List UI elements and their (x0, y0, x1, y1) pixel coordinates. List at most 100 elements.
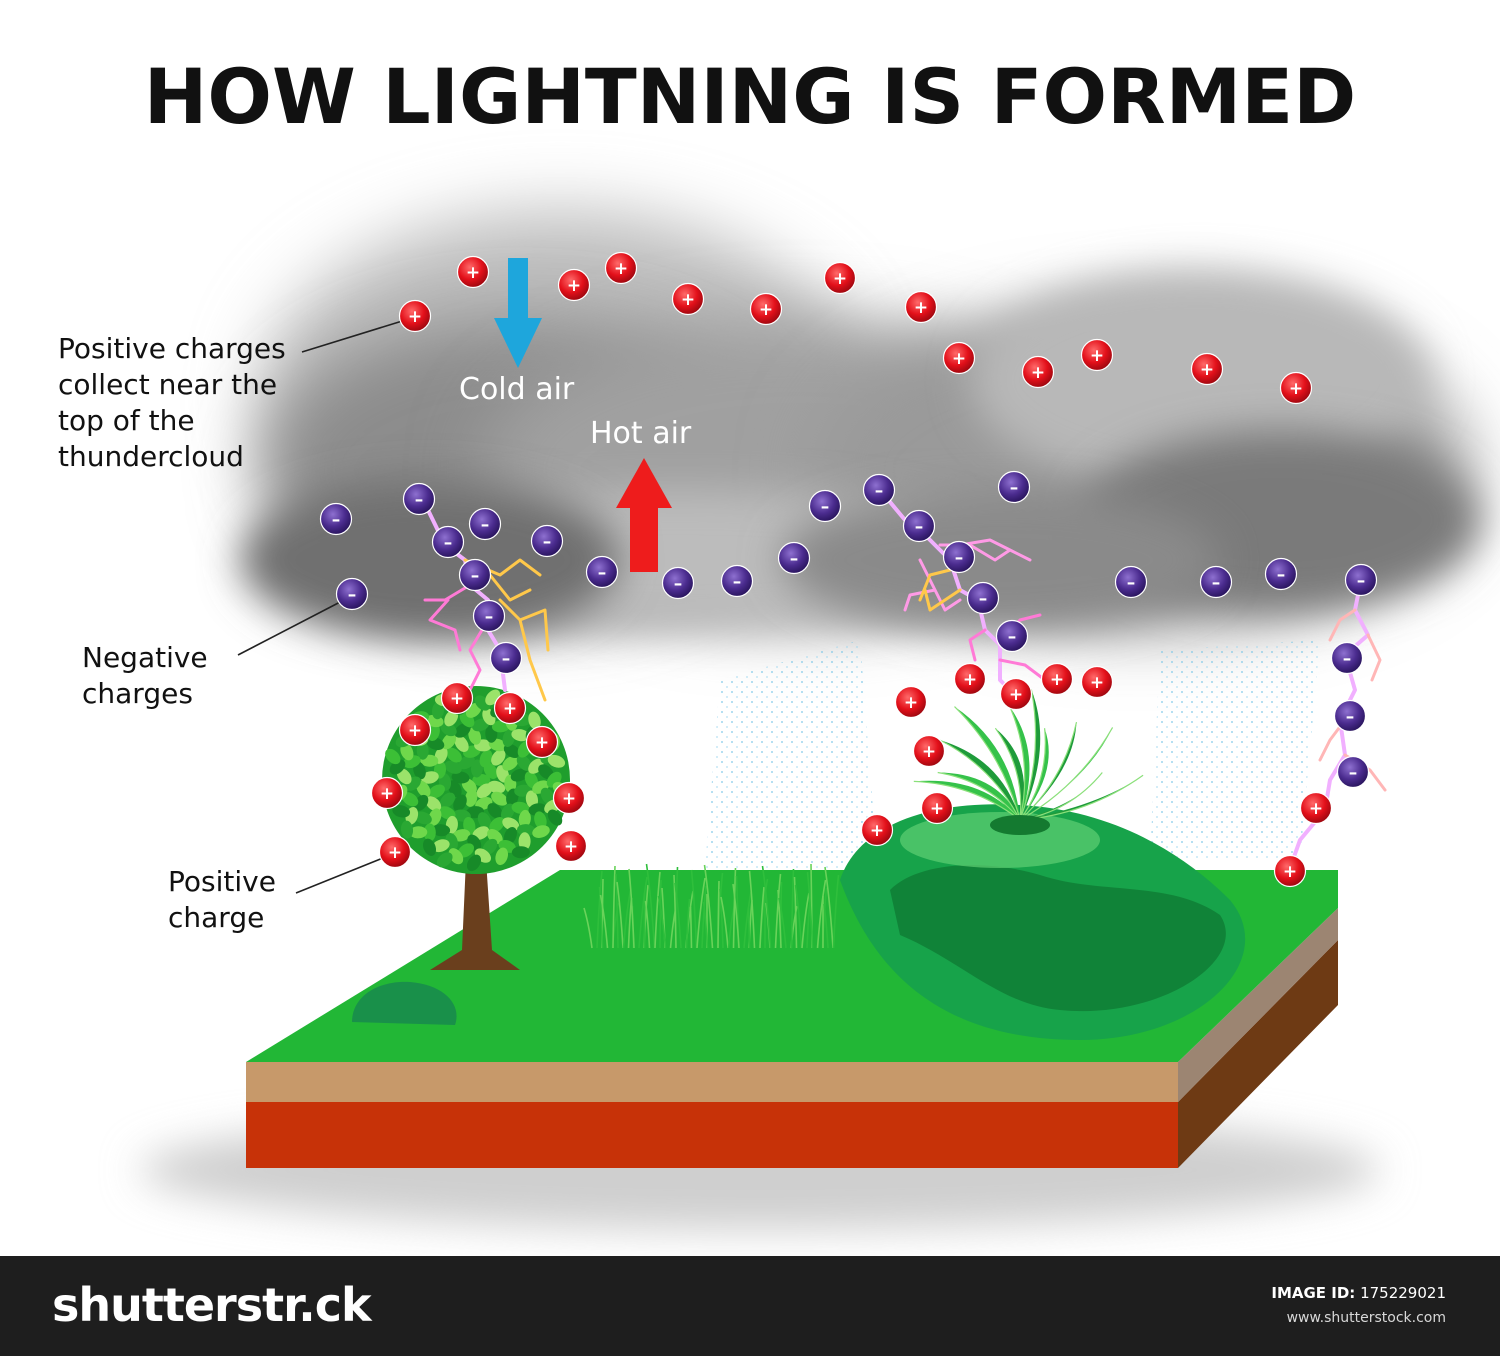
negative-charge: – (1264, 557, 1298, 591)
negative-charge: – (1330, 641, 1364, 675)
svg-text:–: – (415, 490, 424, 510)
negative-charge: – (942, 540, 976, 574)
positive-charge: + (378, 835, 412, 869)
svg-text:–: – (444, 533, 453, 553)
leader-positive-top (301, 317, 413, 353)
negative-charge: – (1333, 699, 1367, 733)
page-title: HOW LIGHTNING IS FORMED (143, 52, 1357, 141)
svg-text:+: + (1090, 346, 1104, 366)
svg-text:–: – (1357, 571, 1366, 591)
positive-charge: + (1279, 371, 1313, 405)
positive-charge: + (671, 282, 705, 316)
svg-text:–: – (1349, 763, 1358, 783)
negative-charge: – (1199, 565, 1233, 599)
svg-text:+: + (870, 821, 884, 841)
positive-charge: + (398, 299, 432, 333)
svg-text:+: + (1283, 862, 1297, 882)
negative-charge: – (1344, 563, 1378, 597)
positive-charge: + (912, 734, 946, 768)
svg-text:+: + (963, 670, 977, 690)
positive-charge: + (493, 691, 527, 725)
positive-charge: + (999, 677, 1033, 711)
positive-charge: + (860, 813, 894, 847)
positive-charge: + (552, 781, 586, 815)
tree-foliage (382, 686, 570, 874)
negative-charge: – (458, 558, 492, 592)
positive-charge: + (894, 685, 928, 719)
label-cold-air: Cold air (459, 372, 575, 407)
positive-charge: + (554, 829, 588, 863)
negative-charge: – (319, 502, 353, 536)
positive-charge: + (370, 776, 404, 810)
positive-charge: + (920, 791, 954, 825)
clay-side (1178, 940, 1338, 1168)
clay-front (246, 1102, 1178, 1168)
leader-lines (237, 317, 413, 894)
svg-text:–: – (485, 607, 494, 627)
hill-highlight (900, 812, 1100, 868)
svg-text:+: + (922, 742, 936, 762)
svg-text:+: + (388, 843, 402, 863)
negative-charge: – (402, 482, 436, 516)
svg-text:–: – (979, 589, 988, 609)
svg-text:–: – (875, 481, 884, 501)
svg-text:+: + (408, 307, 422, 327)
positive-charge: + (440, 681, 474, 715)
svg-text:–: – (674, 574, 683, 594)
svg-text:+: + (564, 837, 578, 857)
negative-charge: – (1336, 755, 1370, 789)
footer-url: www.shutterstock.com (1286, 1310, 1446, 1326)
negative-charge: – (1114, 565, 1148, 599)
svg-text:–: – (1010, 478, 1019, 498)
charges: +++++++++++++++++++++++++++++++–––––––––… (319, 251, 1378, 888)
svg-text:–: – (471, 566, 480, 586)
positive-charge: + (456, 255, 490, 289)
svg-text:+: + (1200, 360, 1214, 380)
positive-charge: + (953, 662, 987, 696)
svg-text:–: – (1346, 707, 1355, 727)
svg-text:+: + (408, 721, 422, 741)
hot-air-arrow (616, 458, 672, 572)
positive-charge: + (823, 261, 857, 295)
svg-text:+: + (1031, 363, 1045, 383)
positive-charge: + (525, 725, 559, 759)
negative-charge: – (997, 470, 1031, 504)
svg-text:+: + (1309, 799, 1323, 819)
positive-charge: + (1040, 662, 1074, 696)
positive-charge: + (398, 713, 432, 747)
negative-charge: – (777, 541, 811, 575)
svg-text:+: + (562, 789, 576, 809)
positive-charge: + (1299, 791, 1333, 825)
negative-charge: – (335, 577, 369, 611)
palm-bush (913, 689, 1144, 835)
svg-text:+: + (1050, 670, 1064, 690)
negative-charge: – (808, 489, 842, 523)
rock (352, 981, 457, 1025)
negative-charge: – (530, 524, 564, 558)
svg-text:–: – (348, 585, 357, 605)
svg-text:+: + (614, 259, 628, 279)
svg-text:+: + (1090, 673, 1104, 693)
svg-text:–: – (481, 515, 490, 535)
negative-charge: – (472, 599, 506, 633)
positive-charge: + (1021, 355, 1055, 389)
tree-trunk (430, 860, 520, 970)
label-positive-charges-top: Positive charges collect near the top of… (58, 332, 286, 473)
svg-text:+: + (914, 298, 928, 318)
soil-front (246, 1062, 1178, 1102)
svg-text:–: – (821, 497, 830, 517)
negative-charge: – (661, 566, 695, 600)
soil-side (1178, 908, 1338, 1102)
svg-text:–: – (598, 563, 607, 583)
svg-text:–: – (1008, 627, 1017, 647)
svg-text:+: + (535, 733, 549, 753)
positive-charge: + (904, 290, 938, 324)
svg-text:–: – (1212, 573, 1221, 593)
svg-text:–: – (955, 548, 964, 568)
positive-charge: + (1080, 338, 1114, 372)
svg-text:+: + (1009, 685, 1023, 705)
negative-charge: – (585, 555, 619, 589)
hill-shadow (890, 865, 1226, 1012)
svg-text:+: + (952, 349, 966, 369)
